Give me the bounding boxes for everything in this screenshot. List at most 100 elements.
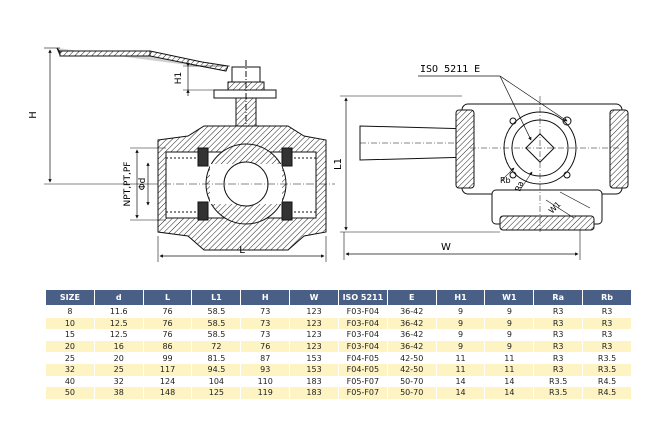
col-header-w: W xyxy=(289,289,339,306)
table-cell: 99 xyxy=(142,352,193,364)
table-cell: 15 xyxy=(45,329,95,341)
table-cell: F04-F05 xyxy=(337,352,388,364)
table-cell: R3 xyxy=(533,305,584,318)
table-cell: R3 xyxy=(533,363,584,376)
table-cell: 36-42 xyxy=(386,329,437,341)
table-cell: 14 xyxy=(484,387,535,399)
table-cell: F05-F07 xyxy=(337,387,388,399)
table-cell: F03-F04 xyxy=(337,305,388,318)
col-header-iso: ISO 5211 xyxy=(337,289,388,306)
label-w: W xyxy=(441,242,451,253)
table-cell: 20 xyxy=(45,340,95,353)
table-cell: R3.5 xyxy=(533,387,584,399)
table-cell: 76 xyxy=(142,329,193,341)
table-cell: R3.5 xyxy=(533,375,584,388)
table-cell: R3 xyxy=(533,317,584,330)
table-cell: 58.5 xyxy=(191,305,242,318)
label-h: H xyxy=(28,111,39,119)
table-cell: 36-42 xyxy=(386,305,437,318)
table-cell: 11 xyxy=(484,352,535,364)
table-cell: 14 xyxy=(435,387,486,399)
table-cell: 104 xyxy=(191,375,242,388)
label-iso5211: ISO 5211 E xyxy=(420,64,480,75)
radius-leaders xyxy=(501,167,591,219)
handle-lever xyxy=(56,47,229,72)
table-cell: R3 xyxy=(582,305,632,318)
col-header-d: d xyxy=(93,289,144,306)
table-cell: 9 xyxy=(484,340,535,353)
col-header-rb: Rb xyxy=(582,289,632,306)
table-cell: 87 xyxy=(240,352,291,364)
table-cell: 36-42 xyxy=(386,317,437,330)
table-cell: R3.5 xyxy=(582,363,632,376)
iso-leader xyxy=(418,75,568,141)
table-cell: 14 xyxy=(484,375,535,388)
label-thread: NPT,PT,PF xyxy=(123,162,133,207)
table-cell: R3 xyxy=(533,340,584,353)
col-header-h1: H1 xyxy=(435,289,486,306)
table-cell: 20 xyxy=(93,352,144,364)
table-cell: 9 xyxy=(484,329,535,341)
table-cell: 81.5 xyxy=(191,352,242,364)
col-header-ra: Ra xyxy=(533,289,584,306)
table-cell: R4.5 xyxy=(582,375,632,388)
table-cell: 117 xyxy=(142,363,193,376)
table-cell: F03-F04 xyxy=(337,317,388,330)
label-l: L xyxy=(239,245,245,256)
table-cell: 153 xyxy=(289,363,339,376)
table-cell: 73 xyxy=(240,305,291,318)
table-cell: R3 xyxy=(533,352,584,364)
table-cell: 124 xyxy=(142,375,193,388)
table-cell: 73 xyxy=(240,329,291,341)
table-cell: 73 xyxy=(240,317,291,330)
valve-body xyxy=(150,125,335,251)
top-view xyxy=(340,75,629,260)
table-cell: R3 xyxy=(582,329,632,341)
table-cell: R3 xyxy=(582,317,632,330)
table-cell: 50-70 xyxy=(386,375,437,388)
table-cell: 125 xyxy=(191,387,242,399)
technical-drawing: H H1 NPT,PT,PF Φd L xyxy=(28,47,629,262)
label-rb: Rb xyxy=(500,176,511,185)
table-cell: 12.5 xyxy=(93,329,144,341)
table-cell: 36-42 xyxy=(386,340,437,353)
table-cell: 72 xyxy=(191,340,242,353)
col-header-size: SIZE xyxy=(45,289,95,306)
table-cell: 42-50 xyxy=(386,363,437,376)
table-cell: R3 xyxy=(533,329,584,341)
table-cell: R3 xyxy=(582,340,632,353)
label-l1: L1 xyxy=(333,158,344,170)
dimension-w xyxy=(343,230,581,260)
table-cell: 119 xyxy=(240,387,291,399)
table-cell: 58.5 xyxy=(191,329,242,341)
table-cell: 123 xyxy=(289,305,339,318)
table-cell: 9 xyxy=(435,340,486,353)
table-cell: 11 xyxy=(435,352,486,364)
label-ra: Ra xyxy=(513,180,525,193)
table-cell: 183 xyxy=(289,375,339,388)
side-section-view xyxy=(44,47,335,262)
table-cell: F05-F07 xyxy=(337,375,388,388)
table-cell: 76 xyxy=(240,340,291,353)
table-cell: 123 xyxy=(289,340,339,353)
table-cell: 11.6 xyxy=(93,305,144,318)
table-cell: 11 xyxy=(435,363,486,376)
col-header-h: H xyxy=(240,289,291,306)
table-cell: 58.5 xyxy=(191,317,242,330)
table-cell: 10 xyxy=(45,317,95,330)
col-header-e: E xyxy=(386,289,437,306)
label-bore: Φd xyxy=(138,178,148,191)
table-cell: 9 xyxy=(484,305,535,318)
table-cell: 9 xyxy=(435,329,486,341)
dimension-h1 xyxy=(183,60,230,96)
table-cell: 40 xyxy=(45,375,95,388)
table-cell: 16 xyxy=(93,340,144,353)
